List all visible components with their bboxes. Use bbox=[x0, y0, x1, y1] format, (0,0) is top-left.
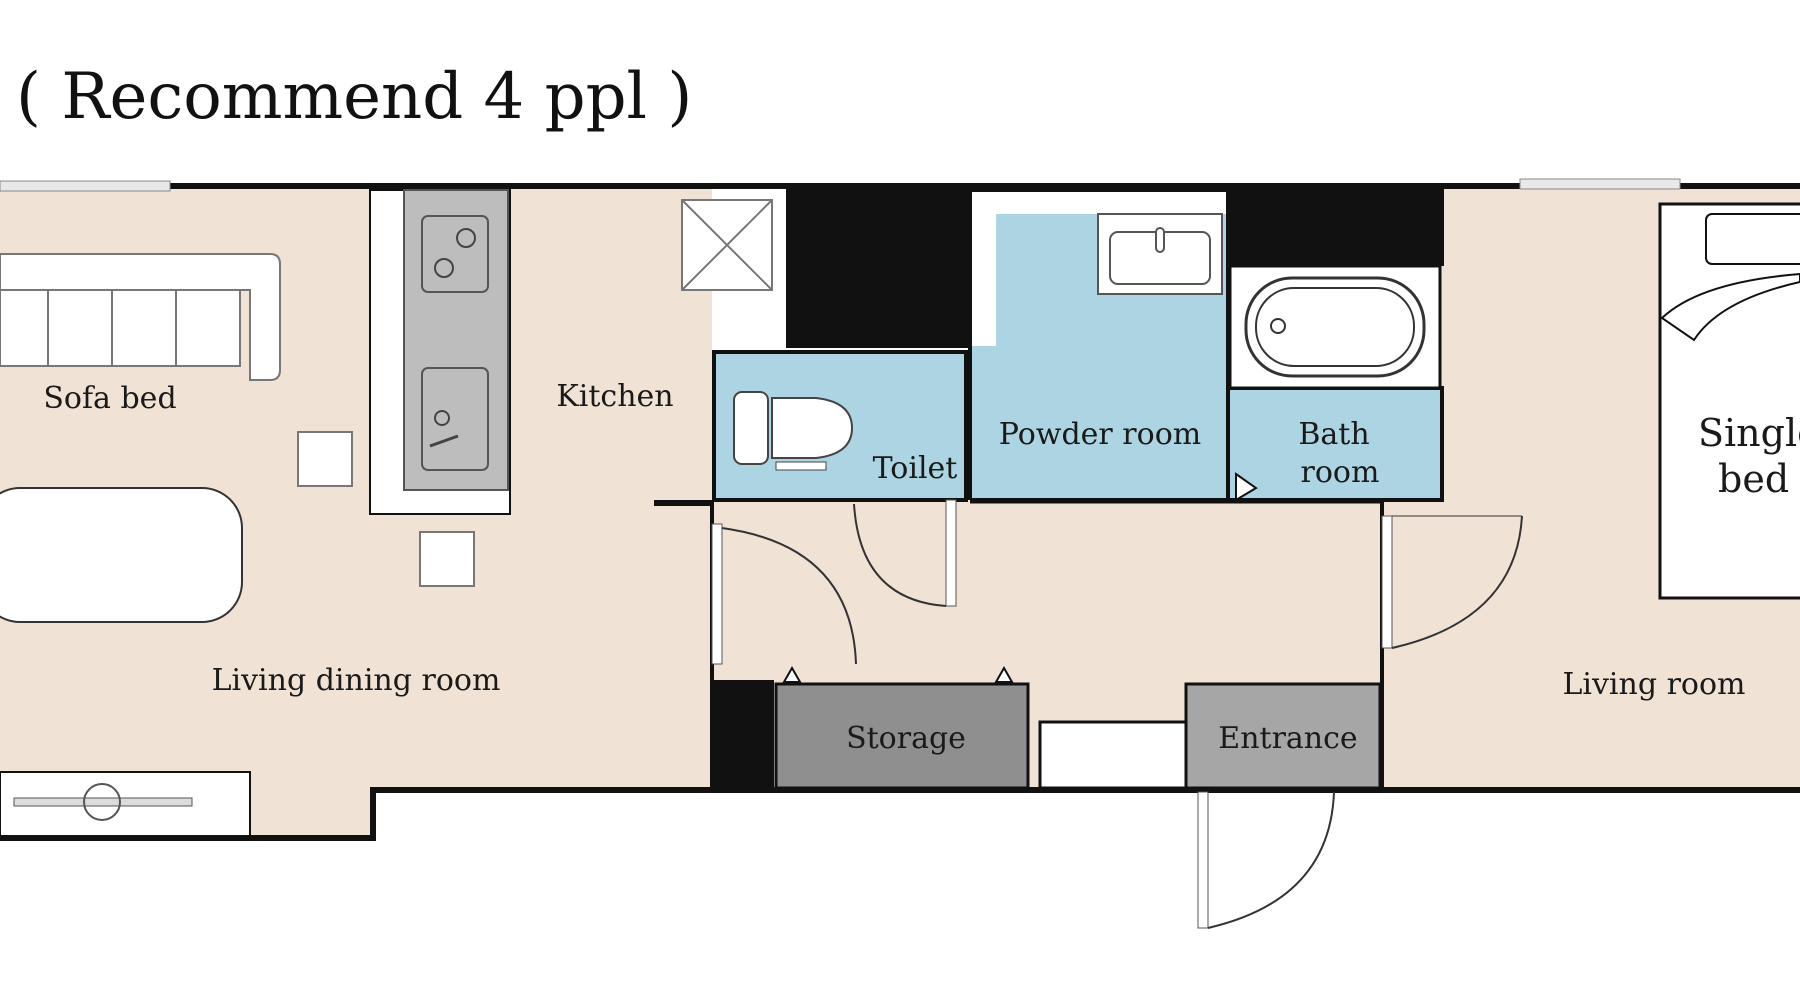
wall-block bbox=[1228, 186, 1444, 266]
label-sofa-bed: Sofa bed bbox=[43, 381, 176, 416]
storage-marker bbox=[782, 665, 802, 683]
door-icon bbox=[711, 523, 857, 665]
powder-room-side bbox=[970, 346, 1000, 500]
storage-area bbox=[774, 682, 1030, 790]
label-single-bed-line1: Single bbox=[1698, 411, 1800, 455]
door-icon bbox=[1197, 791, 1335, 929]
stool-icon bbox=[297, 431, 353, 487]
window bbox=[0, 180, 171, 192]
sink-icon bbox=[421, 367, 489, 471]
bed-icon bbox=[1658, 202, 1800, 600]
tv-stand-icon bbox=[0, 771, 251, 837]
entrance-area bbox=[1184, 682, 1382, 790]
stove-icon bbox=[421, 215, 489, 293]
label-bath-room-line1: Bath bbox=[1298, 417, 1369, 452]
label-entrance: Entrance bbox=[1218, 721, 1357, 756]
door-icon bbox=[1381, 515, 1523, 649]
label-bath-room-line2: room bbox=[1301, 455, 1380, 490]
bath-room-floor bbox=[1230, 388, 1442, 500]
label-kitchen: Kitchen bbox=[556, 379, 673, 414]
bathtub-icon bbox=[1244, 276, 1426, 378]
bath-door-marker bbox=[1235, 472, 1258, 502]
sofa-icon bbox=[0, 253, 281, 381]
table-icon bbox=[0, 487, 243, 623]
ventilation-shaft-icon bbox=[681, 199, 773, 291]
toilet-icon bbox=[733, 391, 854, 471]
label-single-bed-line2: bed bbox=[1718, 457, 1789, 501]
wall-block bbox=[712, 680, 774, 788]
label-living-dining-room: Living dining room bbox=[212, 663, 501, 698]
wall-block bbox=[786, 186, 970, 348]
stool-icon bbox=[419, 531, 475, 587]
label-toilet: Toilet bbox=[873, 451, 958, 486]
washbasin-icon bbox=[1097, 213, 1223, 295]
label-storage: Storage bbox=[846, 721, 966, 756]
page-title: ( Recommend 4 ppl ) bbox=[16, 60, 692, 134]
bottom-wall bbox=[0, 787, 1800, 841]
window bbox=[1519, 178, 1681, 190]
closet bbox=[1038, 720, 1188, 790]
door-icon bbox=[853, 499, 957, 607]
label-powder-room: Powder room bbox=[999, 417, 1201, 452]
storage-marker bbox=[994, 665, 1014, 683]
label-living-room: Living room bbox=[1562, 667, 1745, 702]
